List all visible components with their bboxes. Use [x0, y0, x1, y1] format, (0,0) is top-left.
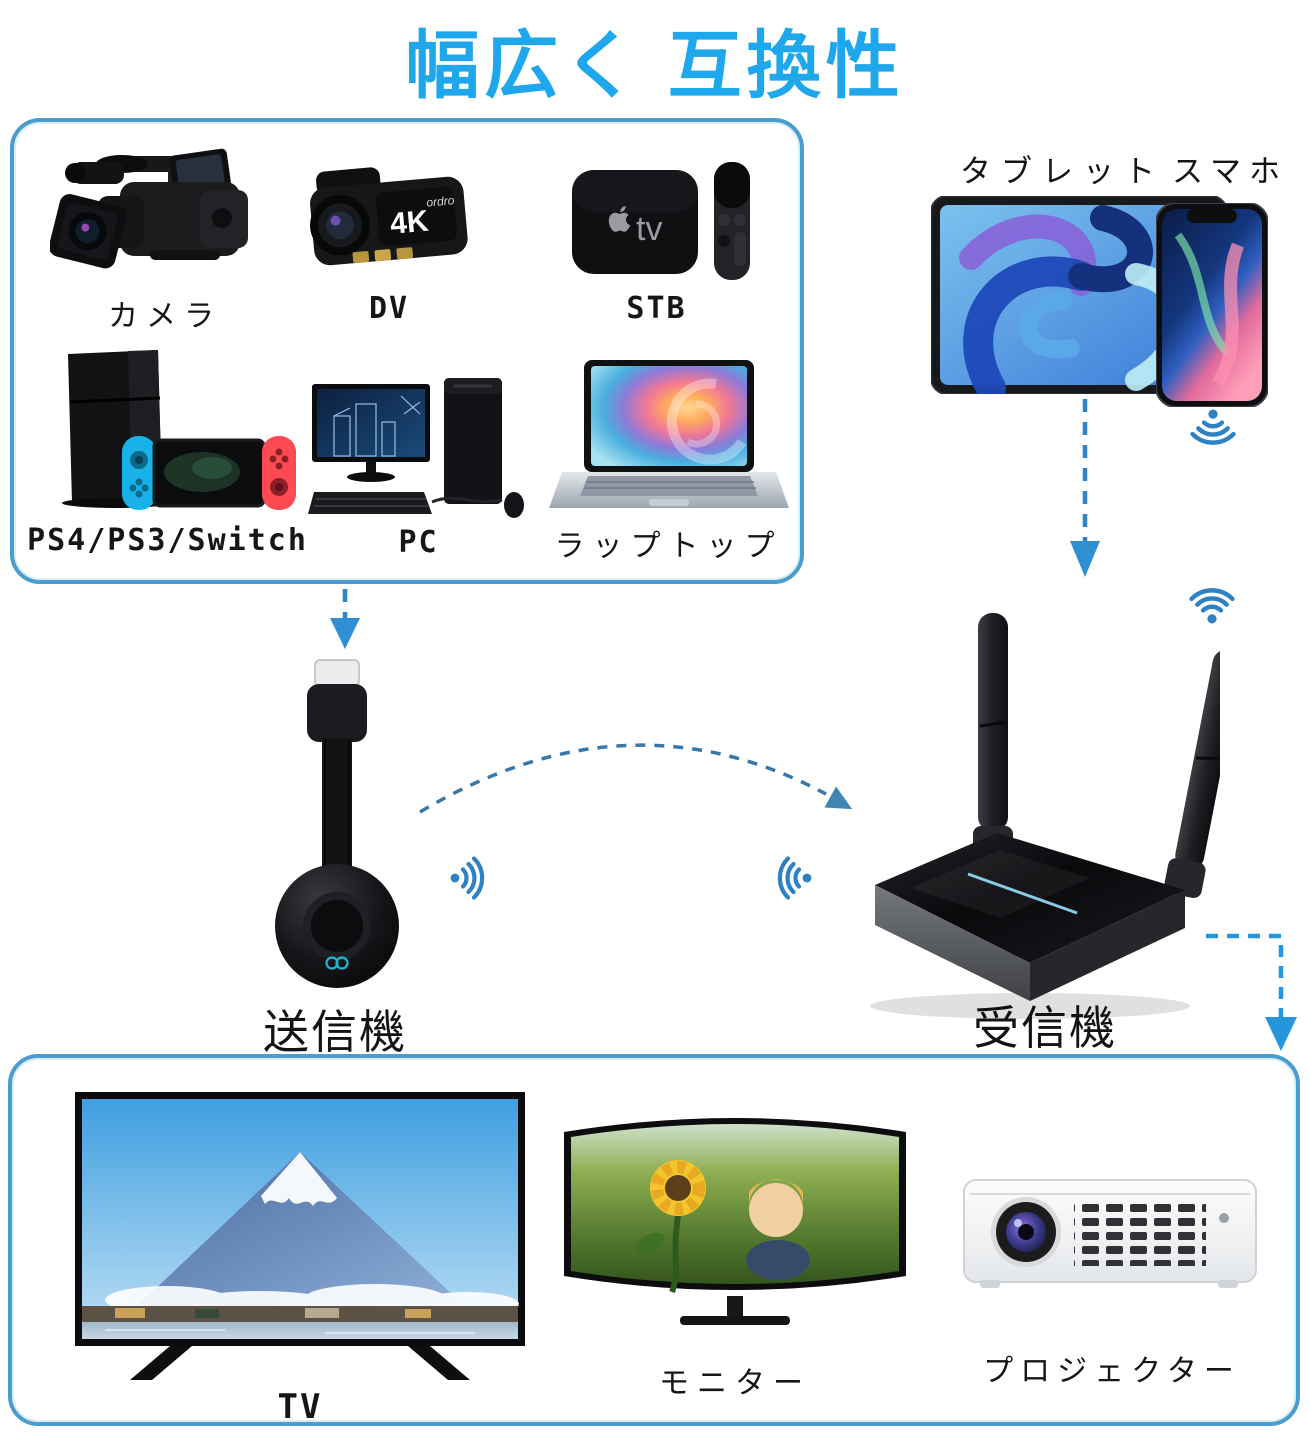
source-console: PS4/PS3/Switch [27, 340, 308, 558]
hdmi-plug [314, 659, 360, 687]
receiver-left-signal-icon [777, 856, 812, 900]
sources-box: カメラ 4K ordro DV [10, 118, 804, 584]
receiver-right-face [1030, 890, 1185, 1001]
receiver-antenna-left [973, 613, 1013, 858]
receiver-front-face [875, 885, 1030, 1001]
dv-4k-badge: 4K [389, 205, 430, 241]
game-console-image [62, 350, 296, 510]
source-stb-label: STB [626, 291, 687, 326]
transmitter-signal-icon [450, 856, 485, 900]
source-dv-label: DV [368, 291, 410, 326]
dv-brand-text: ordro [426, 193, 455, 209]
arc-transmitter-to-receiver [419, 743, 853, 814]
arrow-sources-to-transmitter [330, 589, 360, 649]
receiver-image [870, 613, 1220, 1019]
pc-image [308, 378, 524, 518]
source-console-label: PS4/PS3/Switch [27, 523, 308, 558]
apple-logo-icon [608, 206, 631, 232]
projector-image [963, 1179, 1257, 1288]
source-stb: tv STB [544, 148, 769, 326]
tv-image [75, 1092, 525, 1380]
source-laptop: ラップトップ [546, 358, 791, 565]
source-pc-label: PC [398, 525, 439, 560]
display-projector-label: プロジェクター [983, 1355, 1241, 1388]
tablet-image [931, 196, 1227, 394]
displays-box: TV [8, 1054, 1300, 1427]
receiver-label: 受信機 [973, 1002, 1117, 1054]
tablet-label: タブレット [960, 154, 1165, 189]
source-camera-label: カメラ [108, 300, 222, 333]
source-camera: カメラ [50, 138, 280, 335]
display-tv: TV [74, 1092, 526, 1427]
transmitter-logo-icon [325, 956, 349, 970]
display-monitor: モニター [560, 1112, 910, 1402]
transmitter-image [275, 659, 399, 988]
stb-image: tv [572, 162, 750, 280]
receiver-top-face [875, 833, 1185, 963]
transmitter-label: 送信機 [263, 1006, 407, 1058]
receiver-led [967, 872, 1078, 915]
phone-label: スマホ [1171, 154, 1289, 189]
stb-logo-text: tv [636, 210, 662, 248]
phone-image [1156, 203, 1268, 407]
dv-camcorder-image: 4K ordro [310, 167, 468, 266]
source-dv: 4K ordro DV [294, 148, 484, 326]
source-pc: PC [306, 374, 531, 560]
monitor-image [564, 1118, 906, 1325]
arrow-mobile-down [1070, 399, 1100, 577]
display-monitor-label: モニター [659, 1367, 811, 1400]
page-title: 幅広く 互換性 [405, 24, 905, 107]
receiver-antenna-right [1164, 649, 1220, 898]
display-tv-label: TV [277, 1387, 323, 1427]
camera-image [50, 148, 248, 269]
laptop-image [549, 360, 789, 508]
display-projector: プロジェクター [942, 1162, 1282, 1390]
phone-signal-icon [1190, 409, 1236, 445]
source-laptop-label: ラップトップ [554, 530, 783, 563]
